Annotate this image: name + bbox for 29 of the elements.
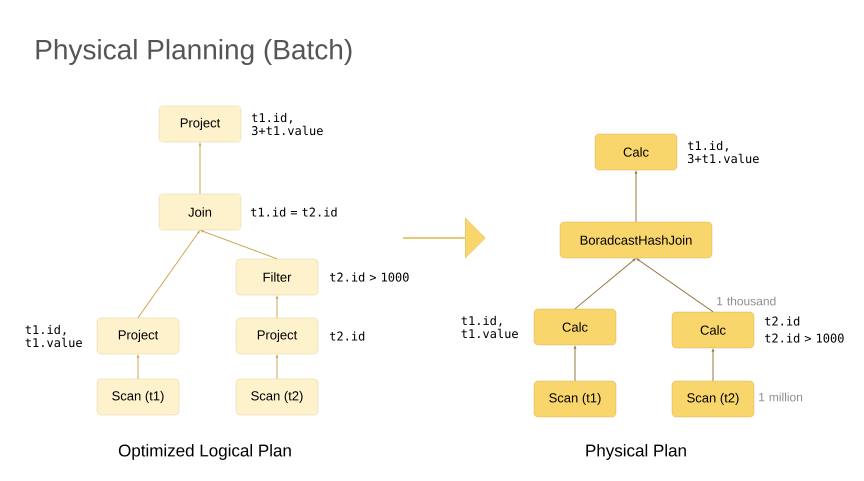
process-box: Calc bbox=[534, 308, 616, 346]
code-annotation: t2.id > 1000 bbox=[764, 333, 844, 343]
code-annotation: t2.id bbox=[330, 331, 364, 341]
arrow bbox=[574, 258, 636, 310]
code-annotation: t1.id, 3+t1.value bbox=[688, 140, 759, 164]
process-box: Scan (t1) bbox=[96, 378, 180, 416]
process-box: Project bbox=[96, 318, 180, 354]
process-box: BoradcastHashJoin bbox=[560, 222, 712, 258]
code-annotation: t1.id = t2.id bbox=[250, 207, 337, 217]
plan-caption: Physical Plan bbox=[586, 444, 686, 460]
process-box: Calc bbox=[594, 134, 678, 170]
arrow bbox=[636, 258, 714, 312]
title: Physical Planning (Batch) bbox=[36, 38, 352, 66]
process-box: Calc bbox=[672, 312, 754, 348]
code-annotation: t1.id, t1.value bbox=[26, 324, 82, 348]
code-annotation: t2.id > 1000 bbox=[330, 272, 409, 282]
row-count-note: 1 million bbox=[759, 392, 802, 402]
process-box: Scan (t2) bbox=[672, 380, 754, 418]
process-box: Scan (t1) bbox=[534, 380, 616, 418]
process-box: Join bbox=[158, 194, 242, 230]
process-box: Scan (t2) bbox=[236, 378, 318, 416]
row-count-note: 1 thousand bbox=[717, 296, 776, 306]
code-annotation: t1.id, 3+t1.value bbox=[252, 112, 323, 136]
process-box: Filter bbox=[236, 258, 318, 296]
process-box: Project bbox=[158, 106, 242, 142]
plan-caption: Optimized Logical Plan bbox=[118, 444, 291, 460]
code-annotation: t2.id bbox=[764, 316, 800, 326]
process-box: Project bbox=[236, 318, 318, 354]
code-annotation: t1.id, t1.value bbox=[462, 316, 518, 338]
